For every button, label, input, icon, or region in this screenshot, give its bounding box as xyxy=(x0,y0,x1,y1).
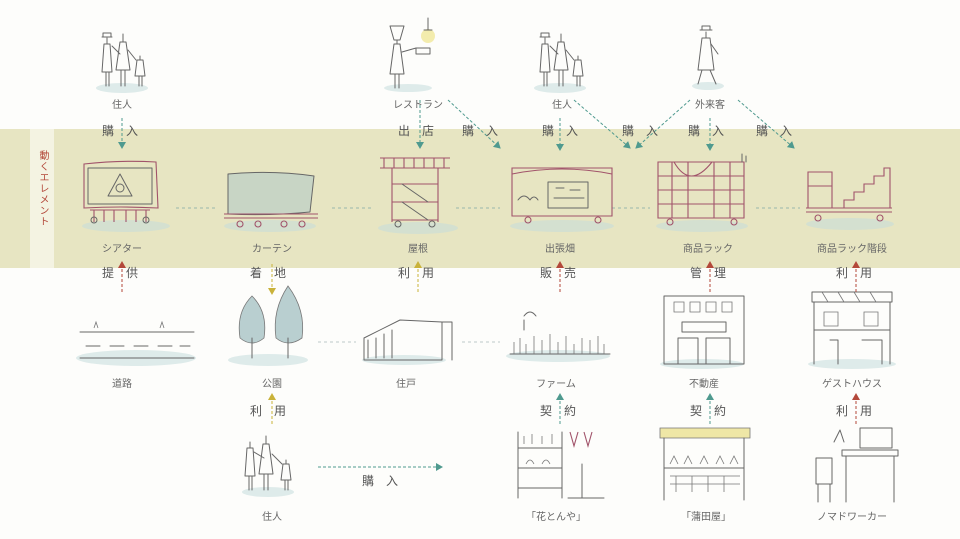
verb-open-shop: 出 店 xyxy=(398,124,435,138)
rack-stairs-sketch xyxy=(806,167,894,230)
theater-sketch xyxy=(82,160,170,232)
band-side-strip xyxy=(30,129,54,268)
real-estate-building-sketch xyxy=(660,295,745,369)
verb-use-4: 利 用 xyxy=(836,404,873,418)
verb-sell: 販 売 xyxy=(540,266,577,280)
park-trees-sketch xyxy=(228,285,308,366)
family-figure-3 xyxy=(242,435,294,497)
verb-use-3: 利 用 xyxy=(250,404,287,418)
verb-use-2: 利 用 xyxy=(836,266,873,280)
roof-frame-sketch xyxy=(378,157,458,234)
kamatagaya-shop-sketch xyxy=(659,427,751,501)
flower-shop-sketch xyxy=(517,431,605,499)
family-figure-2 xyxy=(534,32,586,93)
flow-arrows xyxy=(118,99,860,471)
verb-buy-3: 購 入 xyxy=(542,124,579,138)
verb-contract-1: 契 約 xyxy=(540,404,577,418)
road-sketch xyxy=(76,320,196,366)
product-rack-sketch xyxy=(656,153,748,232)
verb-buy-2: 購 入 xyxy=(462,124,499,138)
verb-manage: 管 理 xyxy=(690,266,727,280)
label-realestate: 不動産 xyxy=(689,379,719,390)
verb-buy-6: 購 入 xyxy=(756,124,793,138)
restaurant-chef-figure xyxy=(384,17,435,92)
shed-sketch xyxy=(362,319,453,365)
verb-provide: 提 供 xyxy=(102,266,139,280)
label-visitor: 外来客 xyxy=(695,100,725,111)
verb-buy-5: 購 入 xyxy=(688,124,725,138)
label-hanatonya: 「花とんや」 xyxy=(526,512,586,523)
verb-buy-1: 購 入 xyxy=(102,124,139,138)
label-park: 公園 xyxy=(262,379,282,390)
label-nomad: ノマドワーカー xyxy=(817,512,887,523)
verb-buy-8: 購 入 xyxy=(362,474,399,488)
label-resident-1: 住人 xyxy=(112,100,132,111)
verb-buy-4: 購 入 xyxy=(622,124,659,138)
guesthouse-sketch xyxy=(808,291,896,369)
verb-contract-2: 契 約 xyxy=(690,404,727,418)
label-stall: 出張畑 xyxy=(545,244,575,255)
label-roof: 屋根 xyxy=(408,244,428,255)
verb-use-1: 利 用 xyxy=(398,266,435,280)
label-rack-stairs: 商品ラック階段 xyxy=(817,244,887,255)
label-road: 道路 xyxy=(112,379,132,390)
moving-elements-band xyxy=(0,129,960,268)
label-resident-2: 住人 xyxy=(552,100,572,111)
band-label: 動くエレメント xyxy=(37,150,48,227)
label-restaurant: レストラン xyxy=(393,100,443,111)
label-theater: シアター xyxy=(102,244,142,255)
visitor-figure xyxy=(692,25,724,90)
stall-cart-sketch xyxy=(510,167,614,232)
label-resident-3: 住人 xyxy=(262,512,282,523)
verb-land: 着 地 xyxy=(250,266,287,280)
label-curtain: カーテン xyxy=(252,244,292,255)
label-guesthouse: ゲストハウス xyxy=(822,379,882,390)
family-figure-1 xyxy=(96,32,148,93)
label-farm: ファーム xyxy=(536,379,576,390)
label-kamatagaya: 「蒲田屋」 xyxy=(681,512,731,523)
label-shed: 住戸 xyxy=(396,379,416,390)
label-rack: 商品ラック xyxy=(683,244,733,255)
nomad-worker-sketch xyxy=(815,427,899,503)
curtain-sketch xyxy=(224,171,318,232)
farm-sketch xyxy=(506,311,611,362)
